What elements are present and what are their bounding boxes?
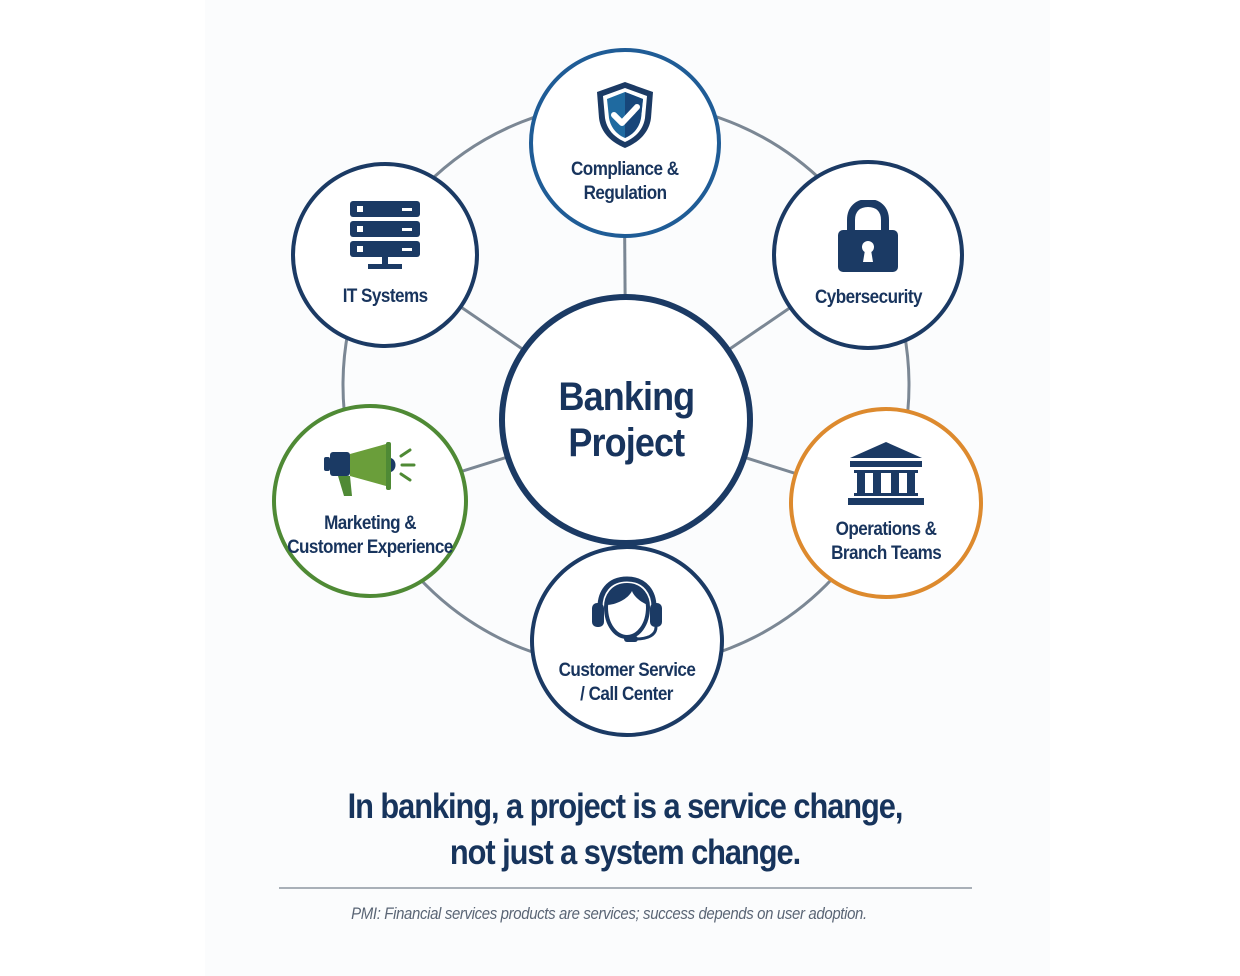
- bank-building-icon: [848, 442, 924, 505]
- headline-line-2: not just a system change.: [449, 833, 801, 872]
- headset-agent-icon: [592, 576, 662, 642]
- server-icon: [350, 201, 420, 269]
- center-label: Banking: [558, 375, 695, 419]
- node-label: Regulation: [583, 183, 667, 204]
- node-operations: Operations & Branch Teams: [789, 407, 983, 599]
- node-customer-service: Customer Service / Call Center: [530, 545, 724, 737]
- node-label: Operations &: [835, 519, 937, 540]
- footnote: PMI: Financial services products are ser…: [200, 904, 1018, 924]
- divider: [279, 887, 972, 889]
- node-label: IT Systems: [342, 286, 428, 307]
- shield-check-icon: [597, 82, 653, 148]
- center-label: Project: [568, 421, 685, 465]
- padlock-icon: [838, 200, 898, 272]
- node-center-banking-project: Banking Project: [499, 294, 753, 546]
- node-compliance: Compliance & Regulation: [529, 48, 721, 238]
- footnote-text: PMI: Financial services products are ser…: [351, 904, 867, 923]
- node-label: Compliance &: [571, 159, 679, 180]
- node-label: Customer Experience: [287, 537, 453, 558]
- node-label: / Call Center: [580, 684, 674, 705]
- node-label: Branch Teams: [830, 543, 942, 564]
- node-marketing: Marketing & Customer Experience: [272, 404, 468, 598]
- node-label: Customer Service: [558, 660, 696, 681]
- node-cybersecurity: Cybersecurity: [772, 160, 964, 350]
- node-label: Marketing &: [324, 513, 416, 534]
- megaphone-icon: [324, 442, 416, 496]
- headline-line-1: In banking, a project is a service chang…: [347, 787, 904, 826]
- headline: In banking, a project is a service chang…: [200, 784, 1050, 876]
- node-label: Cybersecurity: [814, 287, 922, 308]
- node-it-systems: IT Systems: [291, 162, 479, 348]
